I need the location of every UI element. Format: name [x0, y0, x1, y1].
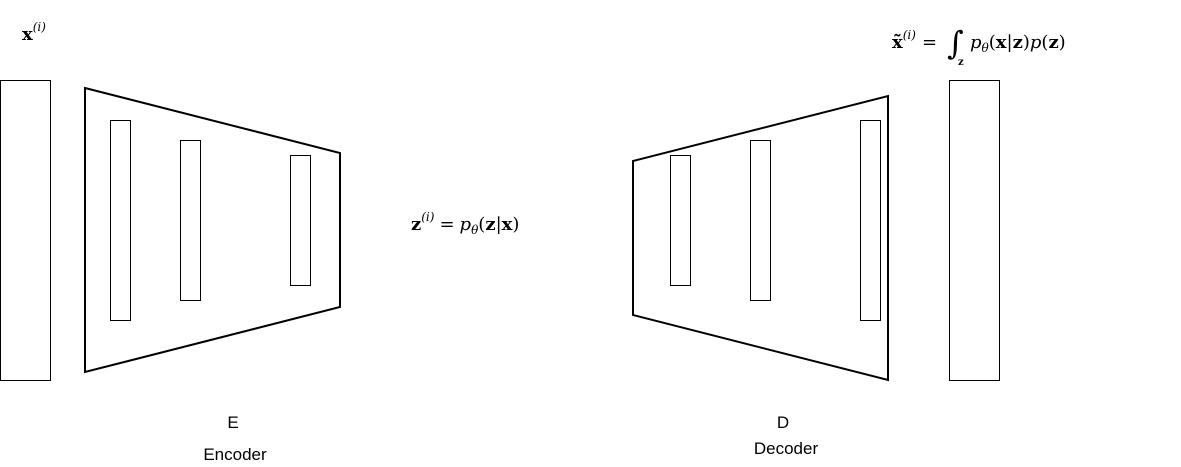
- output-formula-left: x̃(i) =: [892, 28, 937, 53]
- output-superscript: (i): [903, 28, 917, 42]
- input-symbol: x: [22, 24, 33, 45]
- decoder-block: [632, 94, 889, 382]
- latent-arg2: x: [502, 214, 513, 235]
- latent-superscript: (i): [421, 210, 435, 224]
- decoder-letter: D: [777, 413, 789, 432]
- output-p2: p: [1030, 32, 1042, 53]
- latent-p: p: [460, 214, 472, 235]
- output-integral-sign: ∫: [947, 24, 964, 62]
- output-arg3: z: [1048, 32, 1058, 53]
- decoder-layer-2: [750, 140, 771, 301]
- latent-p-subscript: θ: [471, 223, 479, 237]
- decoder-layer-3: [860, 120, 881, 321]
- output-close-paren: ): [1023, 32, 1030, 53]
- output-bar: |: [1007, 32, 1013, 53]
- output-arg1: x: [996, 32, 1007, 53]
- input-formula: x(i): [22, 20, 46, 45]
- input-superscript: (i): [33, 20, 47, 34]
- output-formula-right: pθ(x|z)p(z): [970, 32, 1066, 55]
- encoder-block: [84, 86, 341, 374]
- latent-equals: =: [439, 214, 454, 235]
- encoder-layer-3: [290, 155, 311, 286]
- output-p-subscript: θ: [982, 41, 990, 55]
- input-vector: [0, 80, 51, 381]
- latent-open-paren: (: [478, 214, 485, 235]
- encoder-letter: E: [227, 413, 238, 432]
- latent-formula: z(i)=pθ(z|x): [411, 210, 519, 237]
- encoder-layer-1: [110, 120, 131, 321]
- encoder-layer-2: [180, 140, 201, 301]
- latent-close-paren: ): [512, 214, 519, 235]
- output-close-paren2: ): [1059, 32, 1066, 53]
- output-open-paren: (: [989, 32, 996, 53]
- output-p: p: [970, 32, 982, 53]
- decoder-name: Decoder: [754, 439, 819, 458]
- latent-symbol: z: [411, 214, 421, 235]
- output-symbol: x̃: [892, 32, 903, 53]
- output-arg2: z: [1013, 32, 1023, 53]
- latent-bar: |: [496, 214, 502, 235]
- output-vector: [949, 80, 1000, 381]
- latent-arg1: z: [485, 214, 495, 235]
- output-open-paren2: (: [1041, 32, 1048, 53]
- output-integral-lower: z: [958, 57, 964, 68]
- output-equals: =: [922, 32, 937, 53]
- decoder-layer-1: [670, 155, 691, 286]
- encoder-name: Encoder: [203, 445, 267, 464]
